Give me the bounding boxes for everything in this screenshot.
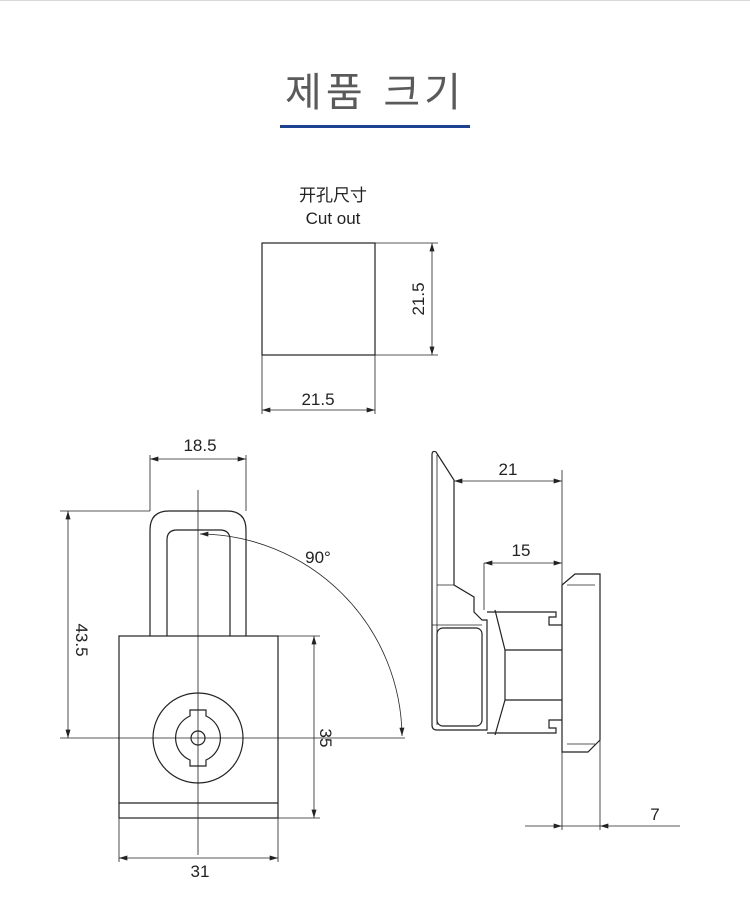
side-view: 21 15 7 — [431, 450, 680, 830]
top-divider — [0, 0, 750, 1]
rotation-arc — [199, 531, 405, 737]
faceplate — [431, 450, 488, 731]
shackle-inner — [166, 529, 231, 636]
page-title: 제품 크기 — [285, 70, 465, 116]
body-height-label: 35 — [316, 729, 335, 748]
height-label: 43.5 — [72, 623, 91, 656]
cutout-label-en: Cut out — [306, 209, 361, 228]
cutout-height-label: 21.5 — [409, 282, 428, 315]
lock-body — [118, 635, 279, 819]
shackle-width-label: 18.5 — [183, 436, 216, 455]
body-width-label: 31 — [191, 862, 210, 881]
cutout-square — [261, 242, 376, 356]
knob-thickness-label: 7 — [650, 805, 659, 824]
cutout-label-cn: 开孔尺寸 — [299, 186, 367, 205]
title-underline — [280, 125, 470, 128]
knob — [561, 573, 601, 753]
cutout-drawing: 开孔尺寸 Cut out 21.5 21.5 — [261, 186, 438, 414]
body-depth-label: 15 — [512, 541, 531, 560]
cutout-width-label: 21.5 — [301, 390, 334, 409]
rotation-label: 90° — [305, 548, 331, 567]
front-view: 18.5 43.5 35 31 90° — [60, 436, 405, 881]
total-depth-label: 21 — [499, 460, 518, 479]
